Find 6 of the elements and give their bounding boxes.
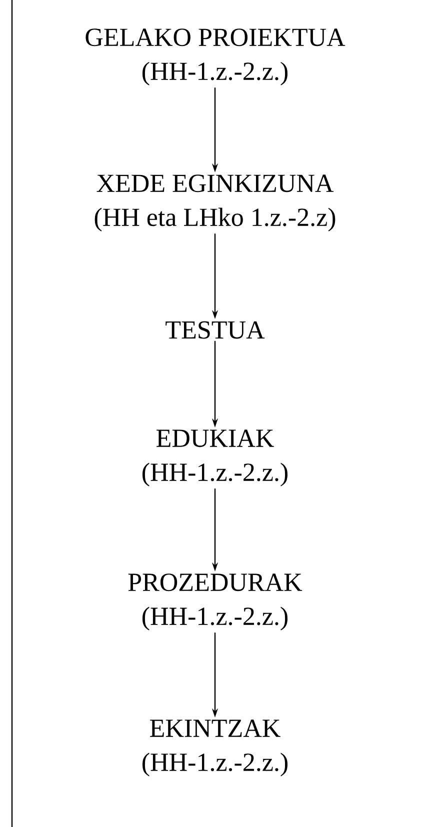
step-label: PROZEDURAK (HH-1.z.-2.z.) bbox=[128, 574, 302, 630]
step-label: TESTUA bbox=[166, 321, 265, 339]
step-label: XEDE EGINKIZUNA (HH eta LHko 1.z.-2.z) bbox=[94, 174, 336, 232]
step-label: EKINTZAK (HH-1.z.-2.z.) bbox=[142, 720, 288, 776]
step-label: EDUKIAK (HH-1.z.-2.z.) bbox=[142, 430, 288, 486]
step-label: GELAKO PROIEKTUA (HH-1.z.-2.z.) bbox=[86, 28, 346, 86]
